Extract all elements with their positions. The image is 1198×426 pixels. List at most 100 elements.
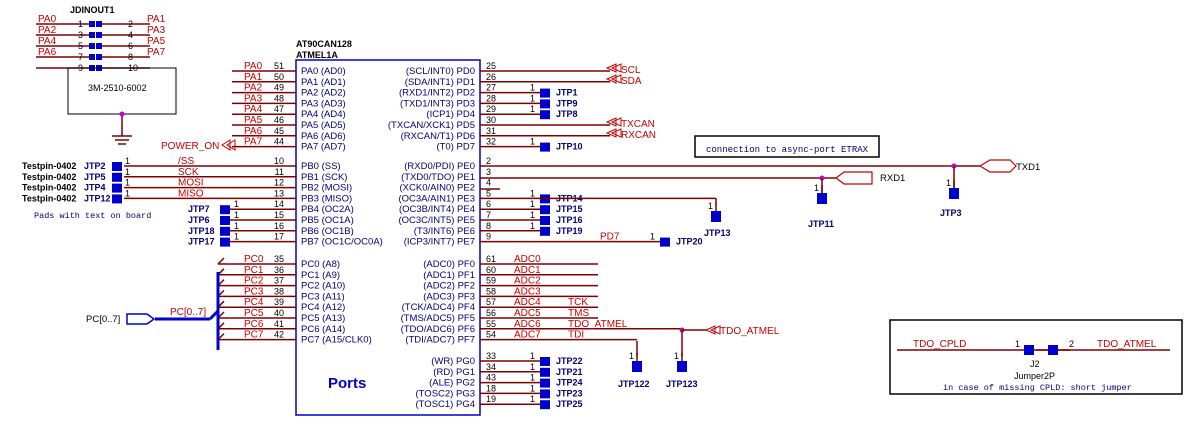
header-pin-number: 6 xyxy=(128,41,133,51)
mcu-pin-number: 2 xyxy=(486,156,491,166)
mcu-pin-name: (OC3B/INT4) PE4 xyxy=(399,204,475,215)
mcu-pin-name: PA5 (AD5) xyxy=(301,120,346,131)
mcu-net-label: MISO xyxy=(178,188,204,199)
mcu-pin-name: PB7 (OC1C/OC0A) xyxy=(301,237,383,248)
mcu-net-label: /SS xyxy=(178,156,194,167)
mcu-net-label: ADC5 xyxy=(514,308,541,319)
net-txcan: TXCAN xyxy=(621,119,655,130)
port-pc-bus xyxy=(126,313,156,325)
testpin-ref: JTP25 xyxy=(556,399,583,409)
mcu-pin-name: (WR) PG0 xyxy=(431,356,475,367)
testpin-ref: JTP16 xyxy=(556,215,583,225)
header-net-left: PA6 xyxy=(38,47,57,58)
mcu-pin-name: (ICP1) PD4 xyxy=(426,109,475,120)
port-sda: SDA xyxy=(605,74,642,87)
testpin-pad xyxy=(540,226,550,236)
testpin-pin: 1 xyxy=(530,83,535,93)
mcu-pin-number: 19 xyxy=(486,394,496,404)
mcu-pin-number: 42 xyxy=(274,330,284,340)
testpin-ref: JTP12 xyxy=(84,193,111,203)
header-pin xyxy=(89,43,95,49)
testpin-pad xyxy=(660,237,670,247)
mcu-pin-name: (RXD0/PDI) PE0 xyxy=(404,161,475,172)
mcu-pin-name: (ADC3) PF3 xyxy=(423,291,475,302)
net-scl: SCL xyxy=(621,65,641,76)
testpin-pin: 1 xyxy=(530,221,535,231)
mcu-net-label: PC3 xyxy=(244,286,264,297)
testpin-pin: 1 xyxy=(814,183,819,193)
port-scl: SCL xyxy=(605,63,641,76)
mcu-net-label: SCK xyxy=(178,167,199,178)
mcu-pin-number: 40 xyxy=(274,308,284,318)
testpin-pad xyxy=(540,110,550,120)
mcu-pin-number: 6 xyxy=(486,199,491,209)
mcu-pin-number: 41 xyxy=(274,319,284,329)
mcu-part: AT90CAN128 xyxy=(296,39,352,49)
mcu-body xyxy=(295,59,481,416)
mcu-pin-name: PA1 (AD1) xyxy=(301,77,346,88)
mcu-net-label: MOSI xyxy=(178,178,204,189)
header-net-right: PA7 xyxy=(147,47,166,58)
mcu-net-label: PC5 xyxy=(244,308,264,319)
mcu-pin-number: 46 xyxy=(274,115,284,125)
mcu-pin-number: 49 xyxy=(274,83,284,93)
jtag-net-label: TCK xyxy=(568,297,588,308)
header-net-right: PA3 xyxy=(147,25,166,36)
mcu-pin-name: (TOSC2) PG3 xyxy=(416,388,475,399)
net-tdo-atmel-jumper: TDO_ATMEL xyxy=(1097,339,1157,350)
testpin-pad xyxy=(540,142,550,152)
testpin-ref: JTP123 xyxy=(666,379,698,389)
header-pin xyxy=(96,54,102,60)
mcu-pin-number: 37 xyxy=(274,276,284,286)
testpin-pin: 1 xyxy=(530,188,535,198)
mcu-pin-name: PA0 (AD0) xyxy=(301,66,346,77)
mcu-pin-name: PA7 (AD7) xyxy=(301,142,346,153)
jtag-net-label: TDI xyxy=(568,330,584,341)
header-net-right: PA1 xyxy=(147,14,166,25)
mcu-pin-name: (XCK0/AIN0) PE2 xyxy=(400,183,476,194)
net-pc-bus-port: PC[0..7] xyxy=(86,314,120,325)
testpin-ref: JTP10 xyxy=(556,142,583,152)
mcu-net-label: PD7 xyxy=(600,232,620,243)
testpin-ref: JTP11 xyxy=(808,219,834,229)
mcu-net-label: PC4 xyxy=(244,297,264,308)
testpin-ref: JTP8 xyxy=(556,109,578,119)
testpin-pad xyxy=(540,205,550,215)
net-tdo-cpld: TDO_CPLD xyxy=(913,339,966,350)
port-rxd1: RXD1 xyxy=(835,171,905,185)
mcu-pin-number: 38 xyxy=(274,286,284,296)
testpin-ref: JTP5 xyxy=(84,172,106,182)
mcu-pin-name: PB1 (SCK) xyxy=(301,172,347,183)
ground-icon xyxy=(112,135,132,145)
testpin-ref: JTP7 xyxy=(188,204,210,214)
testpin-pin: 1 xyxy=(530,210,535,220)
jumper-part: Jumper2P xyxy=(1014,371,1055,381)
jumper-box: TDO_CPLD TDO_ATMEL 1 2 J2 Jumper2P in ca… xyxy=(889,319,1183,395)
testpin-pin: 1 xyxy=(946,178,951,188)
header-net-right: PA5 xyxy=(147,36,166,47)
mcu-pin-number: 10 xyxy=(274,156,284,166)
mcu-pin-number: 57 xyxy=(486,297,496,307)
testpin-ref: JTP13 xyxy=(704,228,731,238)
mcu-pin-number: 48 xyxy=(274,93,284,103)
mcu-pin-name: PC5 (A13) xyxy=(301,313,345,324)
jtag-net-label: TMS xyxy=(568,308,589,319)
testpin-pad xyxy=(540,357,550,366)
testpin-ref: JTP18 xyxy=(188,226,215,236)
testpin-ref: JTP15 xyxy=(556,204,583,214)
mcu-pin-name: PB2 (MOSI) xyxy=(301,183,352,194)
mcu-pin-name: (RXD1/INT2) PD2 xyxy=(399,88,475,99)
mcu-pin-number: 7 xyxy=(486,210,491,220)
testpin-ref: JTP9 xyxy=(556,98,578,108)
mcu-pin-number: 61 xyxy=(486,254,496,264)
mcu-pin-number: 55 xyxy=(486,319,496,329)
testpin-pad xyxy=(540,400,550,410)
testpin-ref: JTP1 xyxy=(556,88,578,98)
mcu-pin-name: (T3/INT6) PE6 xyxy=(414,226,475,237)
testpin-pin: 1 xyxy=(530,362,535,372)
testpin-pad xyxy=(711,211,721,222)
header-pin xyxy=(89,21,95,27)
mcu-pin-name: (RD) PG1 xyxy=(433,367,475,378)
